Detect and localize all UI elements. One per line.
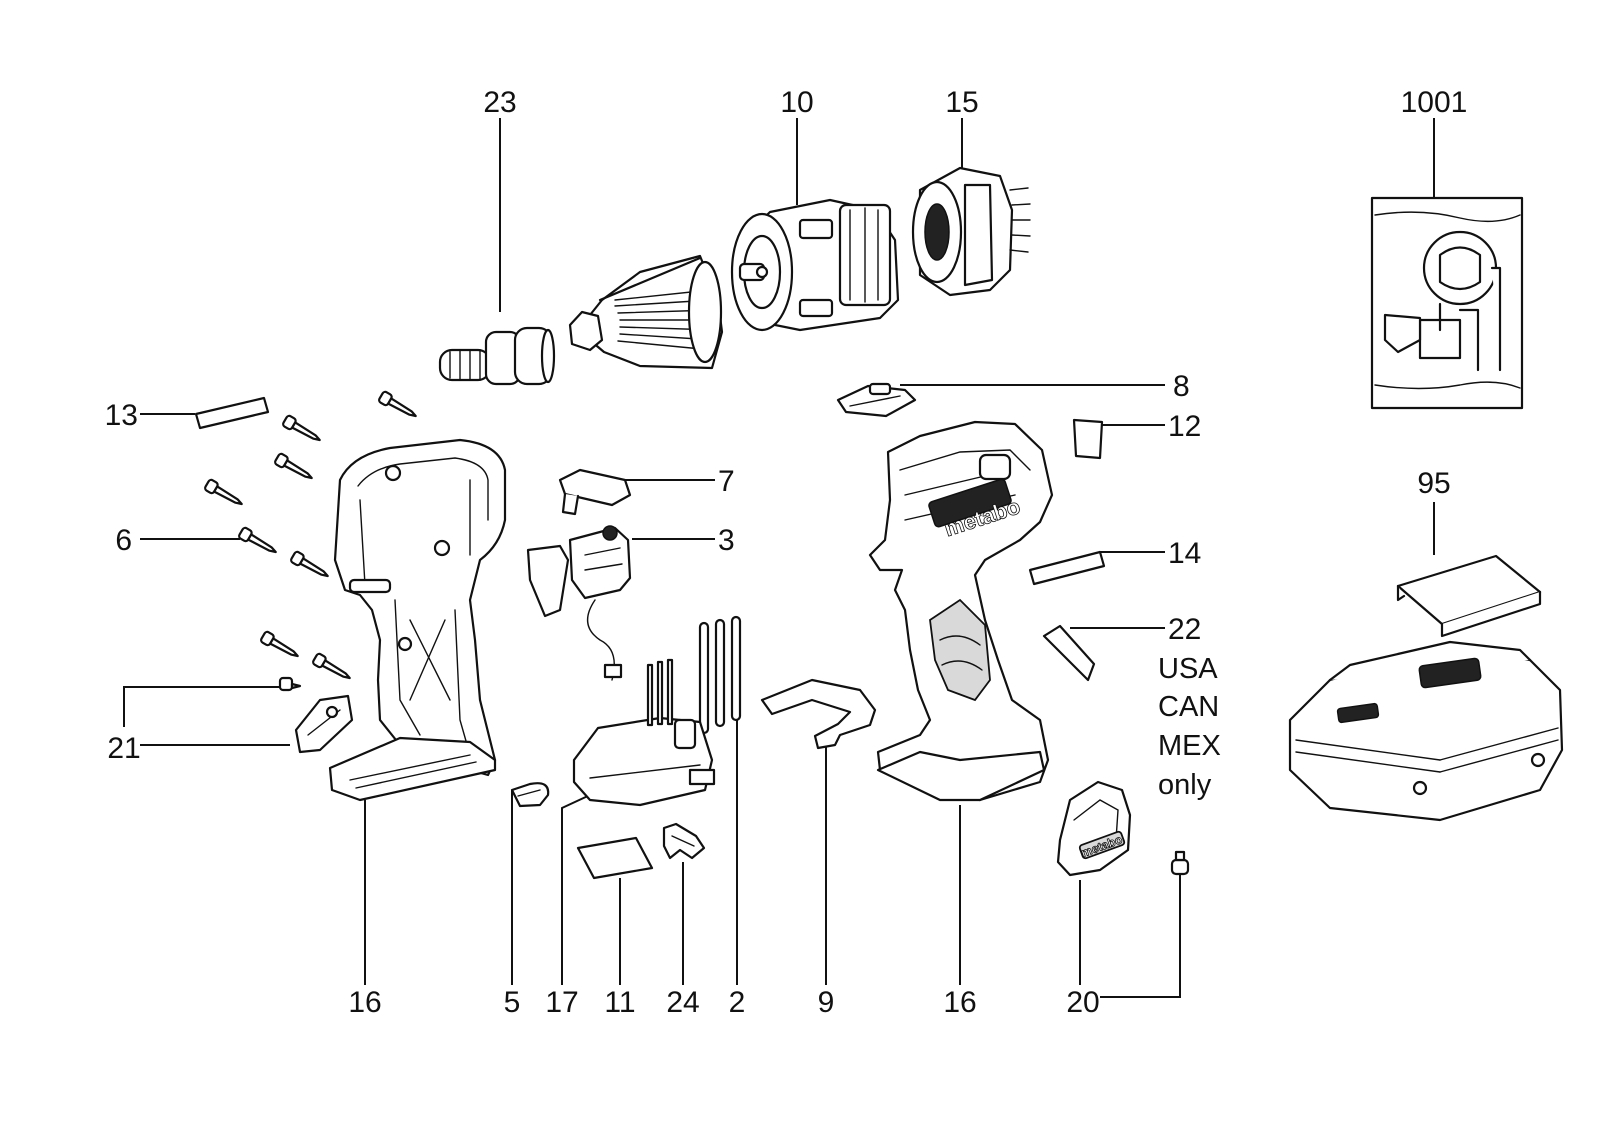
region-note-line-2: CAN <box>1158 691 1219 723</box>
part-13-label <box>194 396 270 430</box>
part-20-belt-clip: metabo <box>1056 780 1190 877</box>
part-15-motor <box>911 166 1031 297</box>
part-95-battery-cover <box>1396 554 1542 638</box>
callout-16-right: 16 <box>943 986 976 1019</box>
callout-5: 5 <box>504 986 521 1019</box>
callout-13: 13 <box>105 399 138 432</box>
part-24-contact <box>662 822 706 860</box>
callout-21-upper: 21 <box>107 732 140 765</box>
region-note-line-3: MEX <box>1158 730 1221 762</box>
callout-16-left: 16 <box>348 986 381 1019</box>
part-11-label <box>576 836 654 880</box>
part-2-rods <box>698 615 742 735</box>
part-9-bracket <box>760 678 877 750</box>
callout-numbers: 23 10 15 1001 8 12 13 7 6 3 14 95 22 21 … <box>105 86 1468 1019</box>
callout-10: 10 <box>780 86 813 119</box>
callout-24: 24 <box>666 986 699 1019</box>
part-22-label <box>1042 624 1096 682</box>
part-16-housing-right: metabo <box>868 420 1054 802</box>
callout-95: 95 <box>1417 467 1450 500</box>
region-note-line-1: USA <box>1158 653 1218 685</box>
callout-22: 22 <box>1168 613 1201 646</box>
part-8-slide-switch <box>836 382 917 418</box>
callout-14: 14 <box>1168 537 1201 570</box>
callout-6: 6 <box>115 524 132 557</box>
callout-1001: 1001 <box>1401 86 1468 119</box>
part-10-gearbox <box>730 198 900 332</box>
part-1001-wiring-diagram <box>1370 196 1524 410</box>
callout-9: 9 <box>818 986 835 1019</box>
region-note-line-4: only <box>1158 769 1212 801</box>
part-6-screws <box>204 390 417 680</box>
battery-pack <box>1288 640 1564 822</box>
callout-3: 3 <box>718 524 735 557</box>
callout-23: 23 <box>483 86 516 119</box>
callout-12: 12 <box>1168 410 1201 443</box>
part-12-label <box>1072 418 1104 460</box>
callout-7: 7 <box>718 465 735 498</box>
callout-20: 20 <box>1066 986 1099 1019</box>
region-note: USA CAN MEX only <box>1158 653 1221 801</box>
part-17-electronics-module <box>572 658 716 807</box>
callout-2: 2 <box>729 986 746 1019</box>
part-5-clip <box>510 782 550 808</box>
callout-17: 17 <box>545 986 578 1019</box>
keyless-chuck <box>568 254 724 370</box>
part-23-spindle-adapter <box>438 326 556 386</box>
part-16-housing-left <box>328 438 507 802</box>
part-21-belt-clip-left <box>278 676 354 754</box>
part-7-switch-cover <box>558 468 632 516</box>
part-14-label <box>1028 550 1106 586</box>
part-3-trigger-switch <box>526 525 632 681</box>
leader-lines <box>123 118 1435 998</box>
callout-11: 11 <box>604 986 635 1019</box>
callout-15: 15 <box>945 86 978 119</box>
callout-8: 8 <box>1173 370 1190 403</box>
